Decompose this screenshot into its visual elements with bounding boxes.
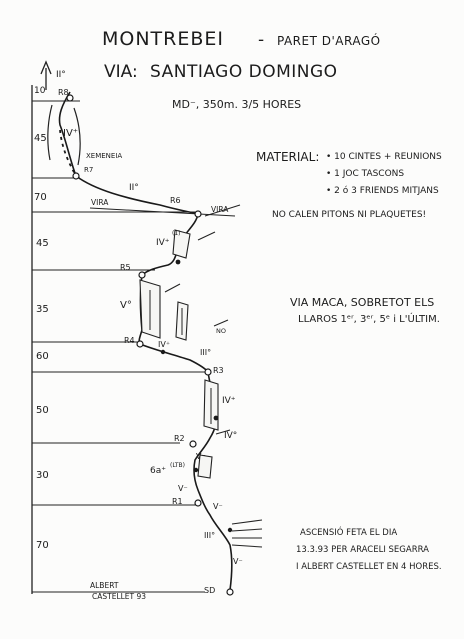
belay-r2: [189, 440, 197, 448]
grade-p5: IV⁺: [156, 238, 170, 248]
belay-label-r2: R2: [174, 434, 185, 443]
ascent-line-2: 13.3.93 PER ARACELI SEGARRA: [296, 545, 429, 555]
belay-label-r7: R7: [84, 166, 94, 174]
belay-label-r8: R8: [58, 88, 69, 97]
route-name: SANTIAGO DOMINGO: [150, 62, 338, 82]
belay-label-r4: R4: [124, 336, 135, 345]
chimney: [47, 104, 81, 166]
label-no: NO: [216, 327, 226, 335]
grade-p1c: V⁻: [213, 502, 223, 511]
rock-features: [139, 229, 219, 479]
grade-start-2: V⁻: [233, 557, 243, 566]
belay-start: [226, 588, 234, 596]
grade-info: MD⁻, 350m. 3/5 HORES: [172, 98, 302, 111]
vira-ledge: [89, 204, 241, 217]
grade-start: III°: [204, 531, 216, 540]
signature-line-1: ALBERT: [90, 581, 119, 590]
pitch-length-6: 45: [36, 238, 49, 249]
ascent-line-3: I ALBERT CASTELLET EN 4 HORES.: [296, 562, 442, 572]
grade-p2: IV°: [224, 431, 238, 441]
material-item-3: • 2 ó 3 FRIENDS MITJANS: [326, 186, 439, 196]
grade-p3: IV⁺: [222, 396, 236, 406]
label-vira-right: VIRA: [211, 205, 229, 214]
pitch-length-5: 35: [36, 304, 49, 315]
route-prefix: VIA:: [104, 62, 138, 82]
label-xemeneia: XEMENEIA: [86, 152, 123, 160]
pitch-length-7: 70: [34, 192, 47, 203]
ascent-line-1: ASCENSIÓ FETA EL DIA: [300, 528, 398, 538]
title: MONTREBEI: [102, 28, 225, 50]
subtitle: PARET D'ARAGÓ: [277, 34, 381, 48]
belay-label-r5: R5: [120, 263, 131, 272]
grade-p8: IV⁺: [63, 128, 79, 139]
pitch-length-4: 60: [36, 351, 49, 362]
belay-markers: [66, 94, 234, 596]
pitch-length-9: 10: [34, 86, 46, 96]
exit-arrow: [40, 60, 52, 90]
grade-p1: 6a⁺: [150, 466, 166, 476]
comment-line-2: LLAROS 1ᵉʳ, 3ᵉʳ, 5ᵉ i L'ÚLTIM.: [298, 314, 440, 325]
belay-r4: [136, 340, 144, 348]
grade-p4b: IV⁺: [158, 340, 171, 349]
bolts: [160, 259, 233, 533]
belay-label-r3: R3: [213, 366, 224, 375]
signature-line-2: CASTELLET 93: [92, 592, 147, 601]
label-one: (1): [172, 230, 181, 237]
comment-line-1: VIA MACA, SOBRETOT ELS: [290, 296, 435, 309]
belay-r6: [194, 210, 202, 218]
material-item-1: • 10 CINTES + REUNIONS: [326, 152, 442, 162]
pitch-length-1: 70: [36, 540, 49, 551]
material-item-2: • 1 JOC TASCONS: [326, 169, 405, 179]
belay-label-start: SD: [204, 586, 216, 595]
grade-p4c: III°: [200, 348, 212, 357]
material-label: MATERIAL:: [256, 150, 320, 164]
pitch-length-2: 30: [36, 470, 49, 481]
belay-r5: [138, 271, 146, 279]
pitch-lines: [32, 100, 210, 593]
label-ltb: (LTB): [170, 462, 185, 469]
grade-p7: II°: [129, 183, 139, 193]
belay-label-r1: R1: [172, 497, 183, 506]
grade-p2b: V⁻: [196, 452, 206, 461]
belay-r3: [204, 368, 212, 376]
label-vira-left: VIRA: [91, 198, 109, 207]
crack-marks: [149, 231, 263, 548]
belay-r1: [194, 499, 202, 507]
grade-top: II°: [56, 70, 66, 80]
belay-label-r6: R6: [170, 196, 181, 205]
belay-r8: [66, 94, 74, 102]
grade-p1b: V⁻: [178, 484, 188, 493]
pitch-length-8: 45: [34, 133, 47, 144]
title-dash: -: [258, 30, 265, 50]
pitch-length-3: 50: [36, 405, 49, 416]
grade-p4: V°: [120, 300, 132, 311]
belay-r7: [72, 172, 80, 180]
material-note: NO CALEN PITONS NI PLAQUETES!: [272, 210, 427, 220]
